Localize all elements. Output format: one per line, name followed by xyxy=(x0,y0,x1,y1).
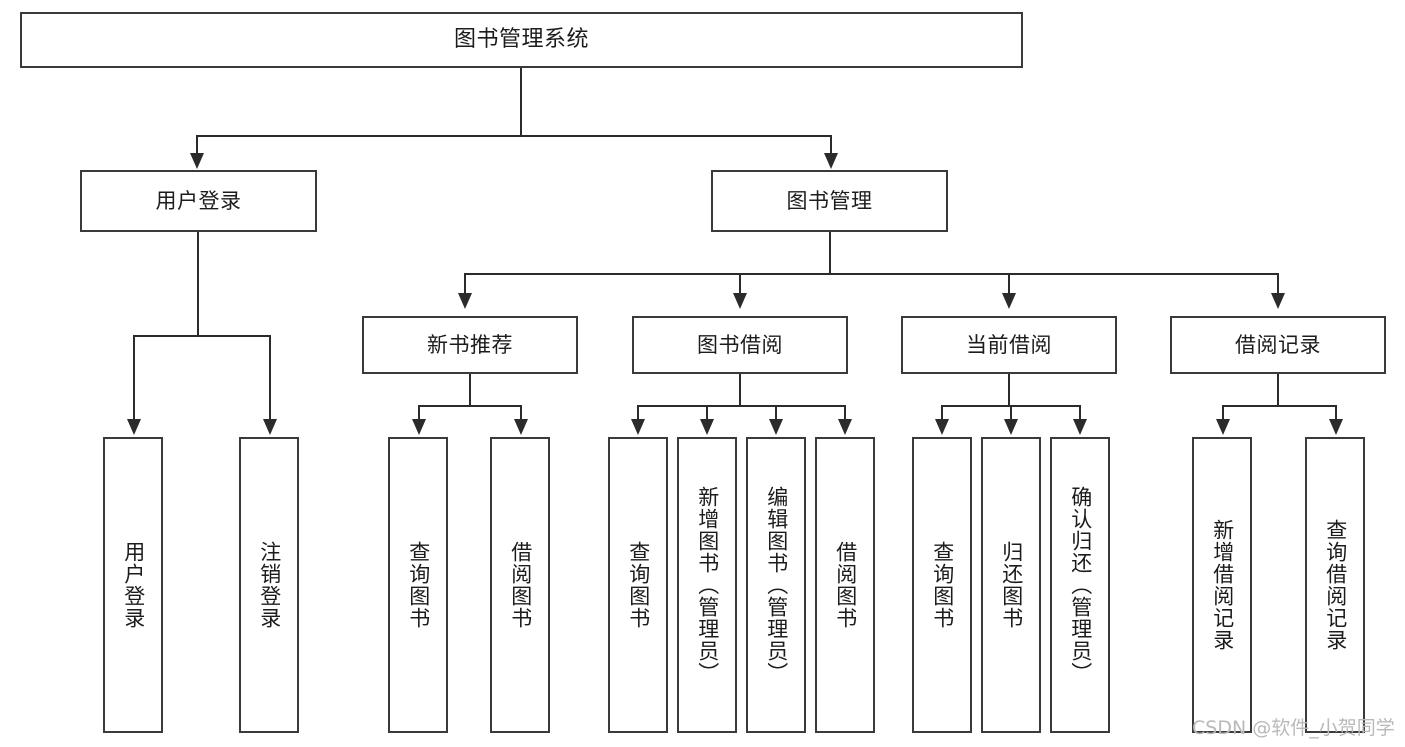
connector-root-to-book-mgmt xyxy=(830,135,832,155)
arrow-book-borrow-to-leaf-4 xyxy=(838,419,852,435)
arrow-book-mgmt-to-l3-1 xyxy=(458,293,472,309)
node-label: 归还图书 xyxy=(999,541,1024,629)
connector-book-borrow-to-leaf-1 xyxy=(637,405,639,421)
node-root-system[interactable]: 图书管理系统 xyxy=(20,12,1023,68)
node-label: 用户登录 xyxy=(155,188,242,213)
leaf-book-borrow-edit[interactable]: 编辑图书（管理员） xyxy=(746,437,806,733)
connector-root-to-user-login xyxy=(196,135,198,155)
connector-new-book-to-leaf-2 xyxy=(520,405,522,421)
node-label: 查询图书 xyxy=(406,541,431,629)
arrow-current-borrow-to-leaf-1 xyxy=(935,419,949,435)
arrow-user-login-to-leaf-1 xyxy=(127,419,141,435)
arrow-new-book-to-leaf-2 xyxy=(514,419,528,435)
arrow-book-borrow-to-leaf-3 xyxy=(769,419,783,435)
node-new-book-recommend[interactable]: 新书推荐 xyxy=(362,316,578,374)
arrow-root-to-book-mgmt xyxy=(824,153,838,169)
node-label: 图书管理系统 xyxy=(453,27,589,53)
connector-borrow-record-to-leaf-1 xyxy=(1222,405,1224,421)
connector-book-mgmt-bus xyxy=(464,273,1277,275)
connector-current-borrow-to-leaf-2 xyxy=(1010,405,1012,421)
connector-book-borrow-to-leaf-4 xyxy=(844,405,846,421)
node-label: 图书管理 xyxy=(786,188,873,213)
node-user-login[interactable]: 用户登录 xyxy=(80,170,317,232)
connector-borrow-record-to-leaf-2 xyxy=(1335,405,1337,421)
arrow-borrow-record-to-leaf-2 xyxy=(1329,419,1343,435)
node-label: 新增图书（管理员） xyxy=(695,486,720,684)
node-label: 借阅图书 xyxy=(508,541,533,629)
connector-borrow-record-stem xyxy=(1277,374,1279,406)
node-label: 借阅记录 xyxy=(1235,332,1321,357)
node-label: 查询图书 xyxy=(626,541,651,629)
node-current-borrow[interactable]: 当前借阅 xyxy=(901,316,1117,374)
connector-user-login-to-leaf-1 xyxy=(133,335,135,421)
leaf-user-login-logout[interactable]: 注销登录 xyxy=(239,437,299,733)
leaf-new-book-borrow[interactable]: 借阅图书 xyxy=(490,437,550,733)
node-label: 查询借阅记录 xyxy=(1323,519,1348,651)
arrow-book-mgmt-to-l3-2 xyxy=(733,293,747,309)
leaf-new-book-query[interactable]: 查询图书 xyxy=(388,437,448,733)
node-label: 当前借阅 xyxy=(966,332,1052,357)
arrow-book-borrow-to-leaf-2 xyxy=(700,419,714,435)
arrow-borrow-record-to-leaf-1 xyxy=(1216,419,1230,435)
leaf-user-login-login[interactable]: 用户登录 xyxy=(103,437,163,733)
arrow-book-borrow-to-leaf-1 xyxy=(631,419,645,435)
leaf-current-borrow-query[interactable]: 查询图书 xyxy=(912,437,972,733)
connector-current-borrow-to-leaf-3 xyxy=(1079,405,1081,421)
connector-book-mgmt-stem xyxy=(829,232,831,274)
connector-user-login-to-leaf-2 xyxy=(269,335,271,421)
node-label: 新增借阅记录 xyxy=(1210,519,1235,651)
arrow-current-borrow-to-leaf-3 xyxy=(1073,419,1087,435)
connector-user-login-bus xyxy=(133,335,269,337)
connector-book-mgmt-to-l3-1 xyxy=(464,273,466,295)
node-label: 编辑图书（管理员） xyxy=(764,486,789,684)
node-book-management[interactable]: 图书管理 xyxy=(711,170,948,232)
leaf-book-borrow-add[interactable]: 新增图书（管理员） xyxy=(677,437,737,733)
arrow-new-book-to-leaf-1 xyxy=(412,419,426,435)
connector-book-borrow-bus xyxy=(637,405,844,407)
node-label: 新书推荐 xyxy=(427,332,513,357)
node-label: 图书借阅 xyxy=(697,332,783,357)
node-label: 确认归还（管理员） xyxy=(1068,486,1093,684)
connector-root-stem xyxy=(520,68,522,136)
leaf-borrow-record-query[interactable]: 查询借阅记录 xyxy=(1305,437,1365,733)
leaf-borrow-record-add[interactable]: 新增借阅记录 xyxy=(1192,437,1252,733)
arrow-user-login-to-leaf-2 xyxy=(263,419,277,435)
connector-current-borrow-stem xyxy=(1008,374,1010,406)
node-borrow-record[interactable]: 借阅记录 xyxy=(1170,316,1386,374)
connector-new-book-bus xyxy=(418,405,520,407)
arrow-current-borrow-to-leaf-2 xyxy=(1004,419,1018,435)
connector-user-login-stem xyxy=(197,232,199,336)
arrow-book-mgmt-to-l3-4 xyxy=(1271,293,1285,309)
node-label: 用户登录 xyxy=(121,541,146,629)
connector-book-borrow-stem xyxy=(739,374,741,406)
connector-book-mgmt-to-l3-4 xyxy=(1277,273,1279,295)
connector-book-borrow-to-leaf-3 xyxy=(775,405,777,421)
leaf-current-borrow-return[interactable]: 归还图书 xyxy=(981,437,1041,733)
leaf-book-borrow-borrow[interactable]: 借阅图书 xyxy=(815,437,875,733)
connector-book-mgmt-to-l3-2 xyxy=(739,273,741,295)
connector-book-mgmt-to-l3-3 xyxy=(1008,273,1010,295)
node-label: 借阅图书 xyxy=(833,541,858,629)
node-label: 查询图书 xyxy=(930,541,955,629)
leaf-current-borrow-confirm-return[interactable]: 确认归还（管理员） xyxy=(1050,437,1110,733)
arrow-root-to-user-login xyxy=(190,153,204,169)
connector-new-book-to-leaf-1 xyxy=(418,405,420,421)
leaf-book-borrow-query[interactable]: 查询图书 xyxy=(608,437,668,733)
connector-new-book-stem xyxy=(469,374,471,406)
connector-borrow-record-bus xyxy=(1222,405,1335,407)
connector-current-borrow-to-leaf-1 xyxy=(941,405,943,421)
connector-root-bus xyxy=(196,135,832,137)
node-book-borrow[interactable]: 图书借阅 xyxy=(632,316,848,374)
node-label: 注销登录 xyxy=(257,541,282,629)
arrow-book-mgmt-to-l3-3 xyxy=(1002,293,1016,309)
connector-book-borrow-to-leaf-2 xyxy=(706,405,708,421)
